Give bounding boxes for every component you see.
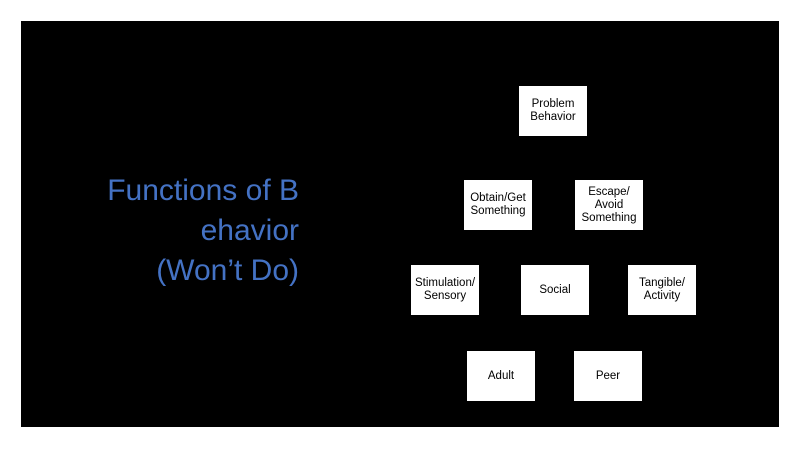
node-peer: Peer — [574, 351, 642, 401]
title-line-2: ehavior — [200, 214, 299, 247]
slide: Functions of B ehavior (Won’t Do) Proble… — [21, 21, 779, 427]
node-problem-behavior: Problem Behavior — [519, 86, 587, 136]
node-adult: Adult — [467, 351, 535, 401]
title-line-1: Functions of B — [107, 174, 299, 207]
node-peer-label: Peer — [595, 369, 621, 382]
node-problem-behavior-label: Problem Behavior — [530, 98, 576, 123]
node-tangible-activity: Tangible/ Activity — [628, 265, 696, 315]
node-escape-avoid-something-label: Escape/ Avoid Something — [581, 185, 637, 224]
node-stimulation-sensory-label: Stimulation/ Sensory — [414, 277, 476, 302]
node-escape-avoid-something: Escape/ Avoid Something — [575, 180, 643, 230]
node-obtain-something: Obtain/Get Something — [464, 180, 532, 230]
slide-title: Functions of B ehavior (Won’t Do) — [61, 171, 299, 291]
node-adult-label: Adult — [487, 369, 515, 382]
node-social: Social — [521, 265, 589, 315]
node-obtain-something-label: Obtain/Get Something — [470, 192, 526, 217]
node-stimulation-sensory: Stimulation/ Sensory — [411, 265, 479, 315]
node-social-label: Social — [539, 283, 571, 296]
title-line-3: (Won’t Do) — [156, 254, 299, 287]
node-tangible-activity-label: Tangible/ Activity — [638, 277, 686, 302]
